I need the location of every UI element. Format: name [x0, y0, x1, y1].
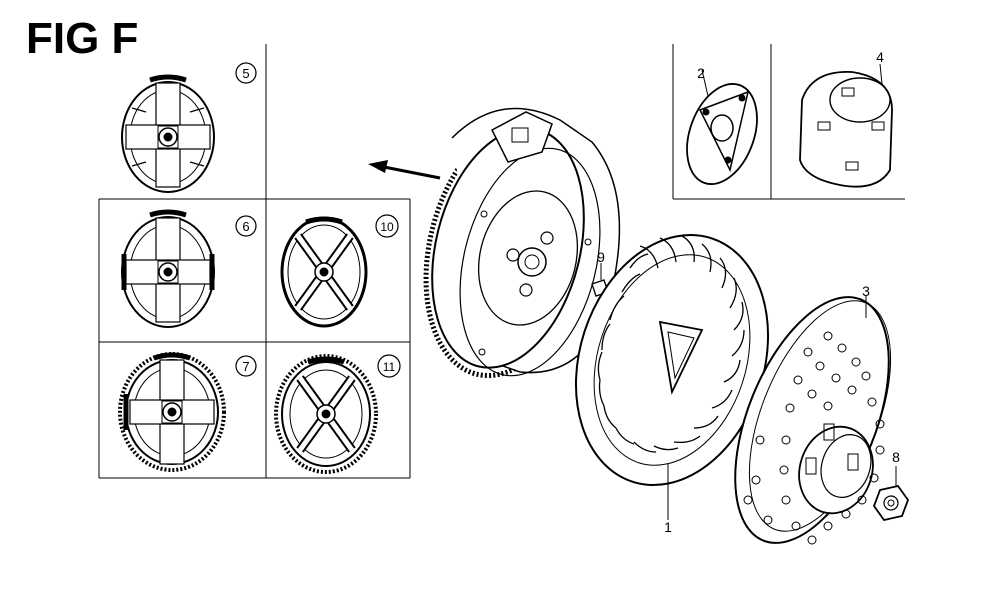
svg-text:10: 10 [380, 220, 394, 234]
variant-5-rotor [121, 74, 215, 193]
callout-part-3: 3 [862, 283, 870, 299]
svg-text:11: 11 [383, 360, 396, 374]
svg-text:6: 6 [242, 219, 249, 234]
callout-part-2: 2 [697, 65, 705, 81]
callout-part-4: 4 [876, 49, 884, 65]
svg-text:7: 7 [242, 359, 249, 374]
variant-label-5: 5 [235, 62, 257, 84]
variant-label-11: 11 [377, 354, 401, 378]
variant-label-10: 10 [375, 214, 399, 238]
variant-label-7: 7 [235, 355, 257, 377]
figure-title: FIG F [26, 14, 139, 63]
flywheel-main [423, 107, 621, 379]
variant-11-rotor [274, 354, 378, 474]
inset-box-frame [672, 44, 905, 200]
svg-text:5: 5 [242, 66, 249, 81]
callout-part-9: 9 [597, 249, 605, 265]
variant-7-rotor [118, 352, 226, 472]
variant-pointer-arrow [368, 160, 441, 180]
fan-cover-pulley [734, 296, 892, 545]
starter-plate [686, 69, 758, 185]
cooling-fan [574, 233, 770, 520]
callout-part-1: 1 [664, 519, 672, 535]
variant-10-rotor [280, 216, 368, 328]
variant-6-rotor [121, 209, 215, 328]
callout-part-8: 8 [892, 449, 900, 465]
flange-nut [872, 466, 910, 522]
starter-cup [799, 63, 893, 188]
variant-panel-grid [98, 44, 411, 479]
variant-label-6: 6 [235, 215, 257, 237]
